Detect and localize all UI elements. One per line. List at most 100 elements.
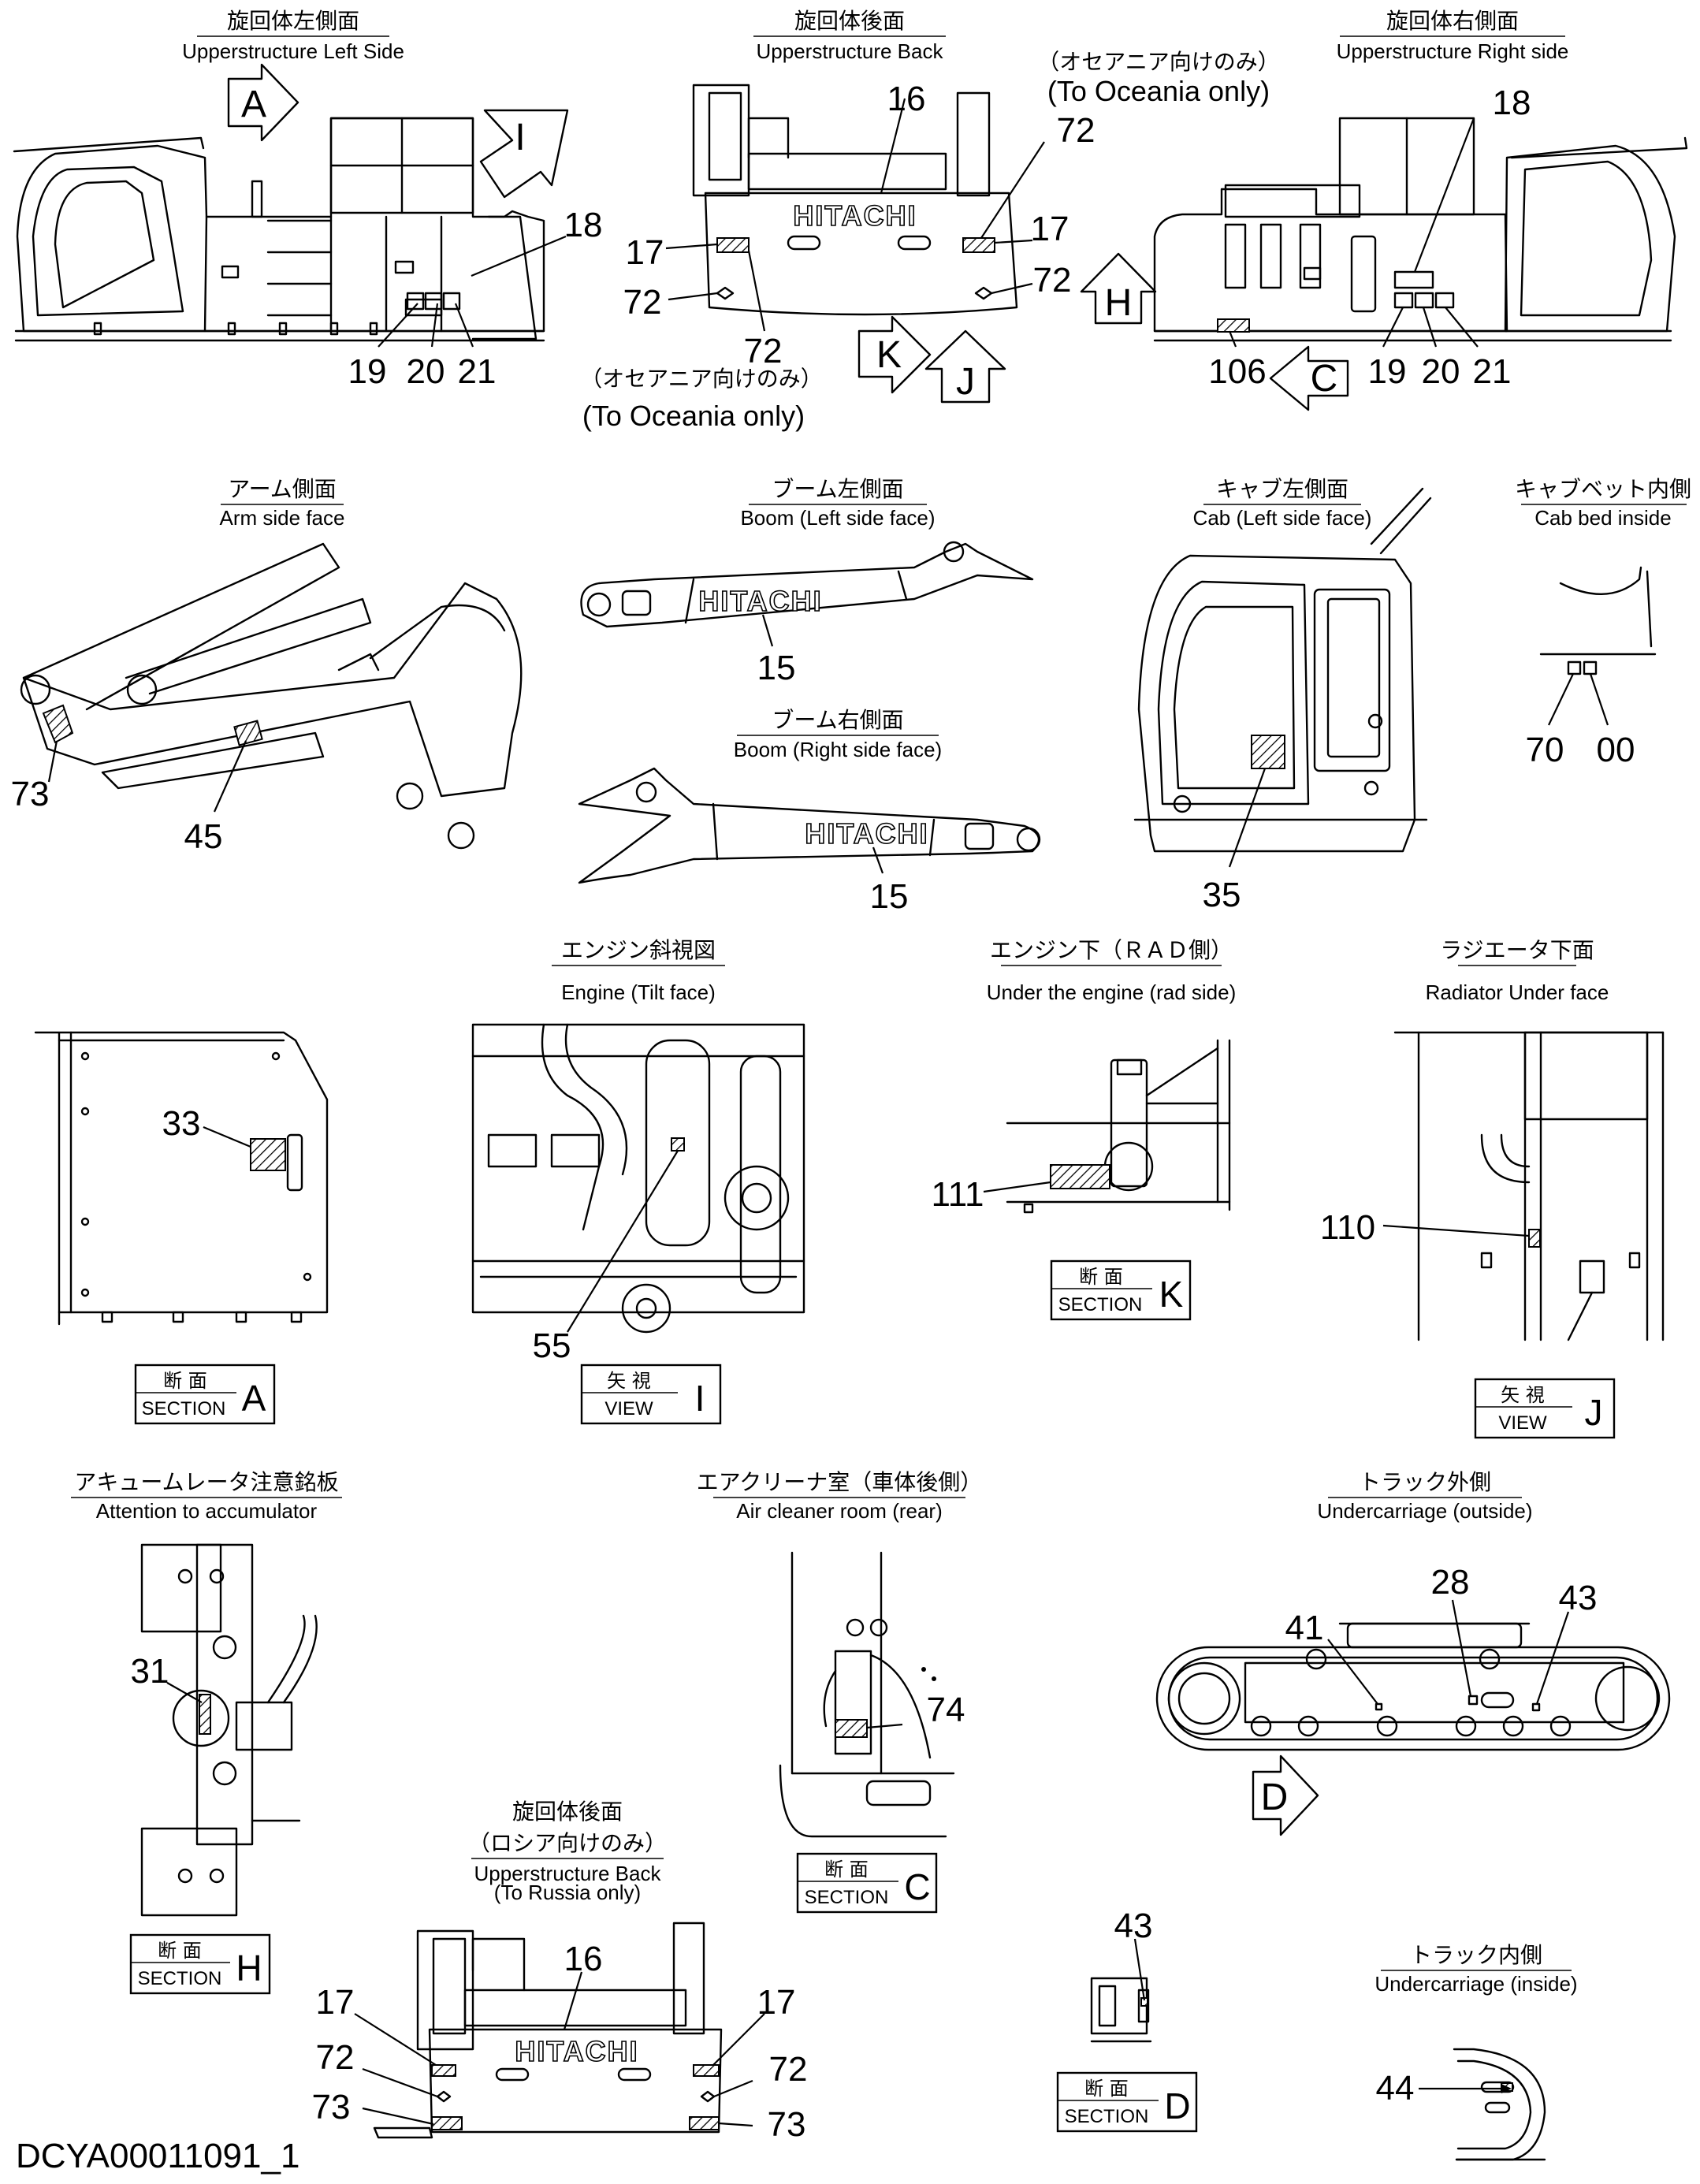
svg-text:16: 16	[887, 80, 926, 118]
svg-text:トラック内側: トラック内側	[1410, 1942, 1542, 1968]
svg-text:旋回体右側面: 旋回体右側面	[1386, 8, 1519, 34]
svg-text:Cab bed inside: Cab bed inside	[1534, 506, 1671, 530]
svg-text:VIEW: VIEW	[1498, 1412, 1547, 1434]
view-arm: アーム側面 Arm side face 73 45	[11, 476, 523, 856]
svg-text:D: D	[1261, 1777, 1289, 1818]
section-k-label: 断 面 SECTION K	[1050, 1259, 1192, 1321]
oceania-note-jp: （オセアニア向けのみ）	[1037, 49, 1279, 75]
svg-text:断 面: 断 面	[1084, 2078, 1129, 2100]
svg-text:Boom (Left side face): Boom (Left side face)	[740, 506, 935, 530]
svg-text:00: 00	[1597, 731, 1635, 769]
svg-text:D: D	[1164, 2085, 1190, 2126]
view-arrow-j: J	[924, 329, 1006, 404]
svg-text:HITACHI: HITACHI	[805, 817, 928, 850]
svg-text:H: H	[1105, 282, 1133, 324]
svg-text:アキュームレータ注意銘板: アキュームレータ注意銘板	[74, 1469, 338, 1495]
callout-20: 20	[407, 352, 445, 391]
machine-outline: HITACHI	[692, 84, 1018, 316]
view-russia-back: 旋回体後面 （ロシア向けのみ） Upperstructure Back (To …	[312, 1799, 808, 2144]
svg-text:73: 73	[11, 775, 50, 813]
view-j-label: 矢 視 VIEW J	[1474, 1378, 1616, 1439]
view-section-d: 43 断 面 SECTION D	[1056, 1907, 1198, 2133]
svg-text:72: 72	[769, 2050, 808, 2089]
svg-text:Under the engine (rad side): Under the engine (rad side)	[987, 980, 1237, 1004]
view-under-engine: エンジン下（ＲＡＤ側） Under the engine (rad side) …	[932, 937, 1237, 1321]
machine-outline	[13, 117, 545, 342]
svg-text:Upperstructure Back: Upperstructure Back	[757, 39, 944, 63]
cab-outline	[1133, 487, 1432, 853]
svg-text:Undercarriage (outside): Undercarriage (outside)	[1317, 1499, 1532, 1523]
svg-text:SECTION: SECTION	[1058, 1294, 1143, 1315]
svg-text:(To Russia only): (To Russia only)	[494, 1881, 641, 1904]
view-cab-bed: キャブベット内側 Cab bed inside 70 00	[1515, 476, 1691, 769]
svg-text:A: A	[242, 1378, 266, 1419]
section-a-label: 断 面 SECTION A	[134, 1364, 276, 1425]
view-title-en: Upperstructure Left Side	[182, 39, 404, 63]
svg-text:72: 72	[1033, 261, 1072, 300]
arm-outline	[20, 542, 523, 850]
svg-text:72: 72	[1057, 111, 1096, 150]
svg-text:矢 視: 矢 視	[1501, 1384, 1545, 1406]
view-i-label: 矢 視 VIEW I	[580, 1364, 722, 1425]
svg-text:（ロシア向けのみ）: （ロシア向けのみ）	[468, 1830, 667, 1856]
svg-text:73: 73	[312, 2088, 351, 2126]
svg-text:断 面: 断 面	[1079, 1266, 1123, 1288]
svg-text:45: 45	[184, 817, 223, 856]
section-d-label: 断 面 SECTION D	[1056, 2071, 1198, 2133]
svg-text:トラック外側: トラック外側	[1359, 1469, 1491, 1495]
svg-text:72: 72	[623, 283, 662, 322]
view-title-jp: 旋回体左側面	[227, 8, 359, 34]
svg-text:（オセアニア向けのみ）: （オセアニア向けのみ）	[580, 366, 822, 392]
svg-text:ブーム左側面: ブーム左側面	[772, 476, 903, 502]
svg-text:74: 74	[927, 1691, 965, 1729]
view-air-cleaner: エアクリーナ室（車体後側） Air cleaner room (rear) 74…	[697, 1469, 983, 1914]
svg-text:72: 72	[316, 2038, 355, 2077]
track-inside-outline	[1453, 2048, 1546, 2161]
svg-text:20: 20	[1422, 352, 1460, 391]
svg-text:21: 21	[1473, 352, 1512, 391]
svg-text:31: 31	[131, 1652, 169, 1691]
svg-text:旋回体後面: 旋回体後面	[794, 8, 905, 34]
view-accumulator: アキュームレータ注意銘板 Attention to accumulator 31…	[71, 1469, 342, 1995]
svg-text:43: 43	[1114, 1907, 1153, 1945]
svg-text:35: 35	[1203, 876, 1241, 914]
svg-text:A: A	[241, 84, 266, 125]
svg-text:断 面: 断 面	[158, 1940, 202, 1962]
svg-text:SECTION: SECTION	[138, 1968, 222, 1989]
svg-text:17: 17	[757, 1983, 796, 2022]
machine-outline: HITACHI	[373, 1922, 723, 2139]
svg-text:C: C	[904, 1866, 930, 1907]
svg-text:18: 18	[1493, 84, 1531, 122]
view-upperstructure-right: 旋回体右側面 Upperstructure Right side	[1080, 8, 1688, 411]
callout-18: 18	[564, 206, 603, 244]
svg-text:Cab (Left side face): Cab (Left side face)	[1193, 506, 1372, 530]
machine-outline	[1153, 117, 1688, 342]
svg-text:111: 111	[932, 1175, 984, 1214]
svg-text:Arm side face: Arm side face	[220, 506, 345, 530]
svg-text:I: I	[515, 117, 525, 158]
svg-text:73: 73	[768, 2105, 806, 2144]
svg-text:SECTION: SECTION	[1065, 2106, 1149, 2127]
svg-text:55: 55	[533, 1326, 571, 1365]
svg-text:Boom (Right side face): Boom (Right side face)	[734, 738, 942, 761]
svg-text:C: C	[1311, 358, 1338, 400]
under-engine-outline	[1006, 1039, 1231, 1214]
engine-outline	[471, 1023, 805, 1334]
svg-text:41: 41	[1285, 1609, 1324, 1647]
boom-outline	[578, 767, 1041, 884]
view-upperstructure-left: 旋回体左側面 Upperstructure Left Side	[13, 8, 603, 391]
svg-text:エアクリーナ室（車体後側）: エアクリーナ室（車体後側）	[697, 1469, 983, 1495]
svg-text:Attention to accumulator: Attention to accumulator	[96, 1499, 318, 1523]
svg-text:K: K	[876, 334, 902, 376]
svg-text:ブーム右側面: ブーム右側面	[772, 707, 903, 733]
svg-text:Undercarriage (inside): Undercarriage (inside)	[1375, 1972, 1577, 1996]
svg-text:I: I	[695, 1378, 705, 1419]
svg-text:断 面: 断 面	[824, 1858, 869, 1881]
view-arrow-d: D	[1252, 1754, 1319, 1836]
svg-text:J: J	[956, 361, 975, 403]
view-arrow-i: I	[479, 109, 569, 199]
svg-text:キャブ左側面: キャブ左側面	[1216, 476, 1348, 502]
air-cleaner-outline	[779, 1551, 955, 1838]
view-upperstructure-back: 旋回体後面 Upperstructure Back （オセアニア向けのみ） (T…	[580, 8, 1279, 432]
